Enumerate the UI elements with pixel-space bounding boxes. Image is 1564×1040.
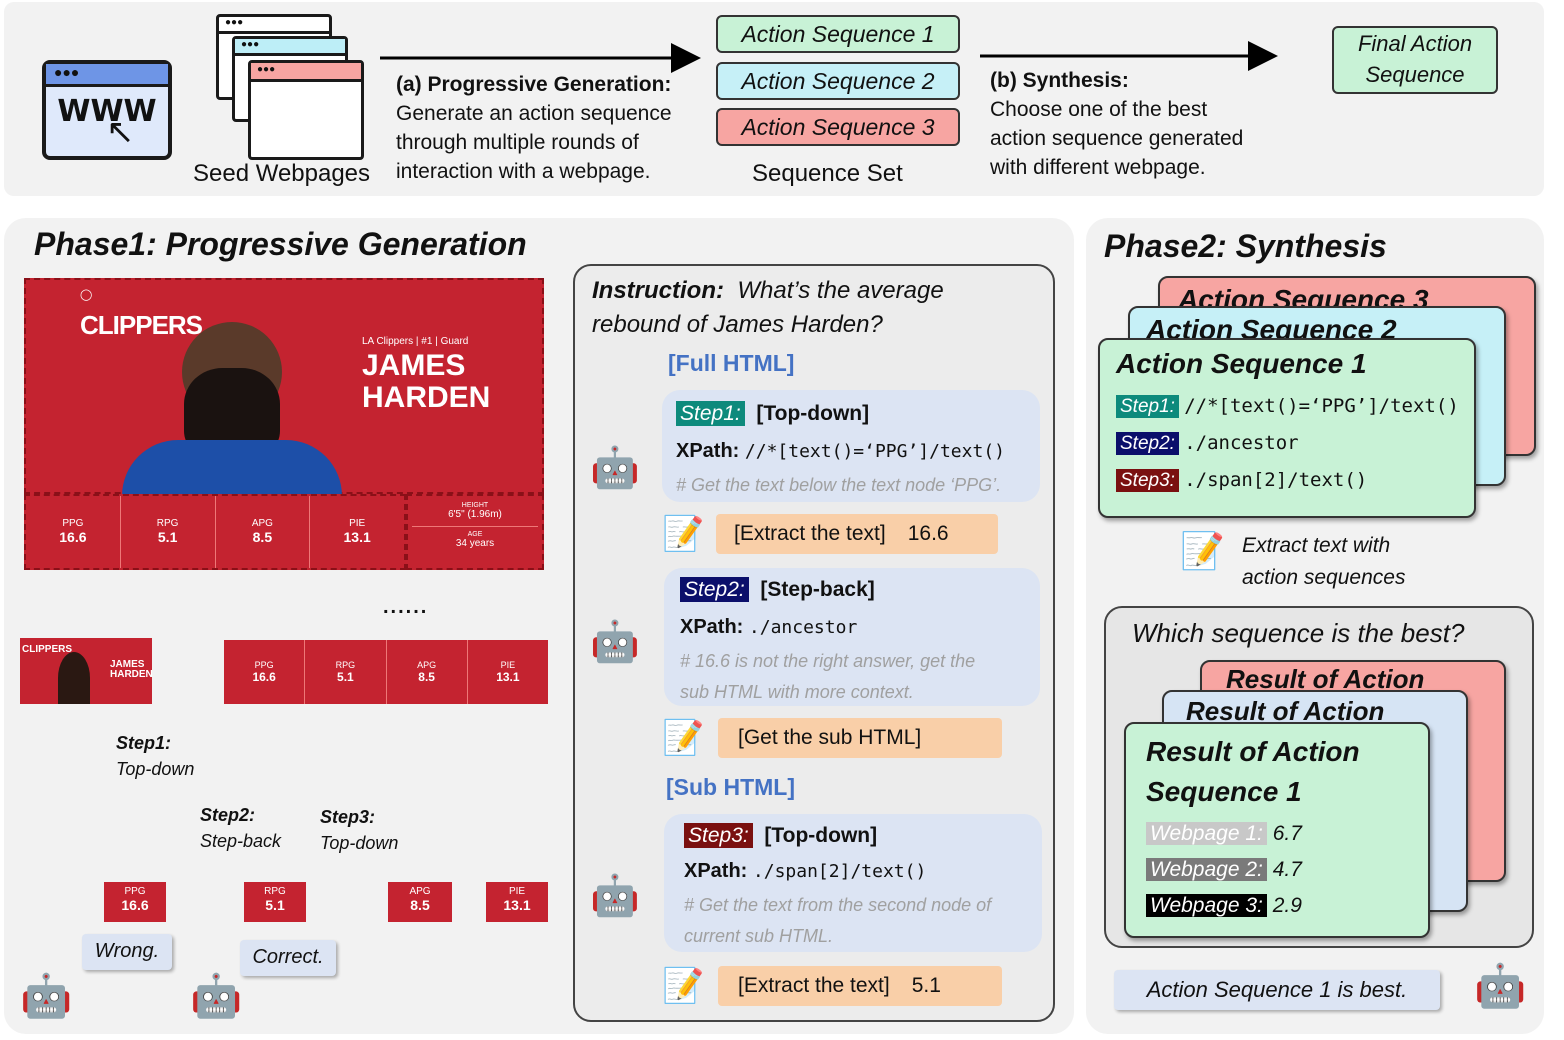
player-jersey <box>122 440 342 496</box>
b-text-2: action sequence generated <box>990 127 1244 150</box>
a-title: (a) Progressive Generation: <box>396 73 672 96</box>
instruction-text-1: What’s the average <box>737 277 944 304</box>
step2-xpath: ./ancestor <box>748 617 858 638</box>
seq2-box: Action Sequence 2 <box>716 62 960 100</box>
document-search-icon: 📝 <box>662 515 705 553</box>
webpage-icon-front: ●●● <box>248 60 364 160</box>
document-search-icon: 📝 <box>662 967 705 1005</box>
tree-step2-label: Step2:Step-back <box>200 805 282 851</box>
tree-step1-label: Step1:Top-down <box>116 733 195 779</box>
full-html-label: [Full HTML] <box>668 350 795 376</box>
www-browser-icon: ●●● WWW ↖ <box>42 60 172 160</box>
sequence-set-label: Sequence Set <box>752 160 903 187</box>
seq3-box: Action Sequence 3 <box>716 108 960 146</box>
sub-html-label: [Sub HTML] <box>666 774 796 800</box>
player-last-name: HARDEN <box>362 381 491 414</box>
step3-mode: [Top-down] <box>764 824 878 847</box>
seed-webpages-label: Seed Webpages <box>193 160 371 187</box>
instruction-label: Instruction: <box>592 277 724 304</box>
result-title-1: Result of Action <box>1146 736 1360 767</box>
player-header-card: ◯ CLIPPERS LA Clippers | #1 | Guard JAME… <box>24 278 544 496</box>
b-text-1: Choose one of the best <box>990 98 1208 121</box>
document-search-icon: 📝 <box>1180 530 1225 571</box>
instruction-text-2: rebound of James Harden? <box>592 311 883 338</box>
wrong-bubble: Wrong. <box>82 934 172 970</box>
result-title-2: Sequence 1 <box>1146 776 1302 807</box>
phase1-title: Phase1: Progressive Generation <box>34 226 527 262</box>
step2-mode: [Step-back] <box>760 578 875 601</box>
a-text-3: interaction with a webpage. <box>396 160 651 183</box>
action-seq1-title: Action Sequence 1 <box>1116 348 1367 379</box>
tree-step3-label: Step3:Top-down <box>320 807 399 853</box>
step3-bubble: Step3: [Top-down] XPath: ./span[2]/text(… <box>664 814 1042 952</box>
final-1: Final Action <box>1357 31 1473 56</box>
step1-comment: # Get the text below the text node ‘PPG’… <box>676 475 1002 495</box>
step3-xpath: ./span[2]/text() <box>752 861 927 882</box>
www-label: WWW <box>57 94 157 129</box>
instruction-text: Instruction: What’s the average rebound … <box>592 274 944 342</box>
step1-tag: Step1: <box>676 401 745 426</box>
synthesis-desc: (b) Synthesis: Choose one of the best ac… <box>990 66 1243 182</box>
step1-xpath: //*[text()=‘PPG’]/text() <box>744 441 1005 462</box>
document-search-icon: 📝 <box>662 719 705 757</box>
b-text-3: with different webpage. <box>990 156 1206 179</box>
correct-bubble: Correct. <box>240 940 336 976</box>
player-first-name: JAMES <box>362 349 466 382</box>
robot-icon: 🤖 <box>20 972 73 1019</box>
tree-ellipsis: ...... <box>383 596 429 618</box>
cursor-icon: ↖ <box>106 113 135 151</box>
final-action-sequence-box: Final Action Sequence <box>1332 26 1498 94</box>
a-text-2: through multiple rounds of <box>396 131 639 154</box>
a-text-1: Generate an action sequence <box>396 102 672 125</box>
step1-result: [Extract the text]16.6 <box>716 514 998 554</box>
step3-result: [Extract the text]5.1 <box>718 966 1002 1006</box>
best-sequence-bubble: Action Sequence 1 is best. <box>1114 970 1440 1010</box>
robot-icon: 🤖 <box>590 620 640 664</box>
progressive-generation-desc: (a) Progressive Generation: Generate an … <box>396 70 672 186</box>
final-2: Sequence <box>1365 62 1465 87</box>
b-title: (b) Synthesis: <box>990 69 1129 92</box>
step2-tag: Step2: <box>680 577 749 602</box>
step1-bubble: Step1: [Top-down] XPath: //*[text()=‘PPG… <box>662 390 1040 502</box>
bio-box: HEIGHT 6'5" (1.96m) AGE 34 years <box>406 494 544 570</box>
step2-bubble: Step2: [Step-back] XPath: ./ancestor # 1… <box>664 568 1040 706</box>
result-values: Webpage 1: 6.7 Webpage 2: 4.7 Webpage 3:… <box>1146 816 1428 924</box>
action-seq1-card: Action Sequence 1 Step1: //*[text()=‘PPG… <box>1098 338 1476 518</box>
robot-icon: 🤖 <box>590 874 640 918</box>
seq1-box: Action Sequence 1 <box>716 15 960 53</box>
step1-mode: [Top-down] <box>756 402 870 425</box>
step3-tag: Step3: <box>684 823 753 848</box>
robot-icon: 🤖 <box>190 972 243 1019</box>
player-subtitle: LA Clippers | #1 | Guard <box>362 336 469 347</box>
result-seq1-card: Result of Action Sequence 1 Webpage 1: 6… <box>1124 722 1430 938</box>
robot-icon: 🤖 <box>590 446 640 490</box>
team-logo: CLIPPERS <box>80 310 203 340</box>
which-best-question: Which sequence is the best? <box>1132 618 1465 648</box>
robot-icon: 🤖 <box>1474 962 1527 1009</box>
step2-result: [Get the sub HTML] <box>718 718 1002 758</box>
phase2-title: Phase2: Synthesis <box>1104 228 1387 264</box>
